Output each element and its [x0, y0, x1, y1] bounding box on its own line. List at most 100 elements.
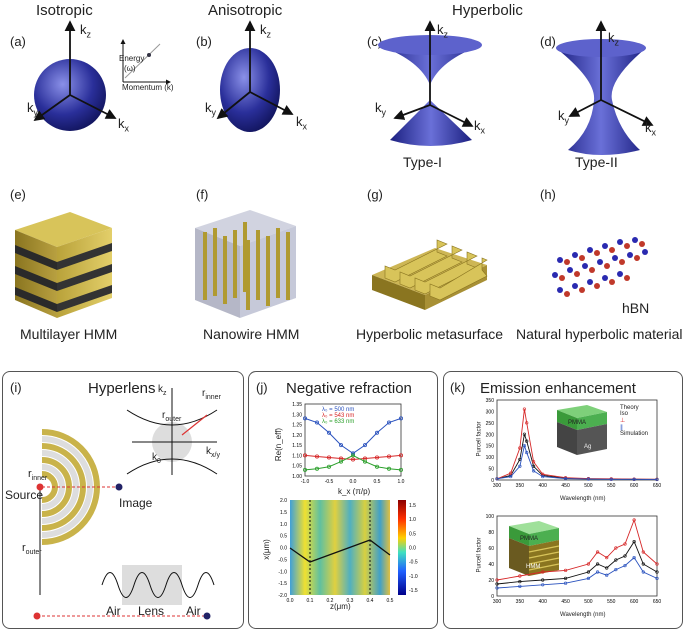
neff-series-line	[304, 454, 402, 461]
purcell-point	[495, 477, 499, 481]
purcell-point	[595, 550, 600, 554]
field-ytick: -2.0	[278, 593, 287, 599]
neff-point	[351, 453, 356, 458]
omega-label: (ω)	[124, 64, 136, 73]
panel-label-h: (h)	[540, 187, 556, 202]
purcell-series-line	[496, 556, 658, 589]
air-left-label: Air	[106, 604, 121, 618]
hyperlens-diagram	[33, 388, 218, 620]
purcell-ytick: 300	[486, 409, 495, 415]
neff-point	[302, 467, 308, 472]
neff-plot: 1.351.301.251.201.151.101.051.00-1.0-0.5…	[292, 402, 404, 485]
neff-point	[399, 453, 404, 458]
purcell-point	[614, 558, 618, 562]
panel-label-k: (k)	[450, 380, 466, 395]
purcell-point	[541, 472, 545, 476]
type1-hyperboloid	[378, 20, 482, 146]
purcell-point	[522, 444, 527, 448]
purcell-xtick: 300	[493, 599, 502, 605]
purcell-ytick: 100	[486, 455, 495, 461]
purcell-point	[623, 554, 627, 558]
purcell-legend: Theory Iso ⊥ ∥ Simulation	[620, 405, 648, 437]
anisotropic-ellipsoid	[216, 20, 294, 132]
neff-point	[375, 430, 380, 435]
purcell-point	[541, 578, 545, 582]
field-xtick: 0.3	[347, 598, 354, 604]
purcell-point	[541, 474, 545, 479]
hyperbolic-metasurface	[372, 239, 488, 310]
ag-stack-inset	[557, 405, 607, 455]
k0-label-i: k0	[152, 452, 161, 465]
purcell-point	[609, 477, 613, 481]
purcell-point	[525, 439, 529, 443]
kz-label-a: kz	[80, 22, 91, 40]
purcell-point	[641, 562, 645, 566]
ky-label-b: ky	[205, 100, 216, 118]
purcell-point	[586, 576, 591, 581]
purcell-point	[522, 407, 527, 411]
legend-theory: Theory	[620, 405, 639, 411]
r-outer-label: router	[22, 542, 42, 557]
ag-label: Ag	[584, 444, 592, 450]
momentum-label: Momentum (k)	[122, 83, 174, 92]
kz-label-c: kz	[437, 22, 448, 40]
purcell-point	[495, 586, 499, 590]
purcell-ylabel-top: Purcell factor	[476, 421, 483, 457]
purcell-point	[541, 583, 545, 587]
cbar-tick: -0.5	[409, 560, 418, 566]
purcell-ytick: 60	[488, 546, 494, 552]
field-xtick: 0.0	[287, 598, 294, 604]
field-ytick: -0.5	[278, 557, 287, 563]
hmm-stack-inset	[509, 521, 560, 576]
neff-point	[363, 459, 368, 464]
purcell-point	[586, 562, 591, 566]
neff-point	[363, 443, 368, 448]
purcell-ytick: 80	[488, 530, 494, 536]
purcell-xtick: 500	[584, 599, 593, 605]
purcell-point	[614, 546, 618, 550]
neff-ytick: 1.30	[292, 412, 302, 418]
header-isotropic: Isotropic	[36, 2, 93, 19]
purcell-point	[632, 555, 636, 560]
purcell-point	[522, 432, 527, 436]
purcell-ytick: 150	[486, 444, 495, 450]
neff-point	[339, 443, 344, 448]
purcell-point	[518, 574, 522, 578]
isotropic-sphere	[33, 20, 117, 131]
field-ytick: -1.5	[278, 581, 287, 587]
dispersion-inset	[120, 39, 171, 85]
purcell-xtick: 400	[539, 483, 548, 489]
neff-ytick: 1.35	[292, 402, 302, 408]
neff-ytick: 1.10	[292, 453, 302, 459]
type2-hyperboloid	[556, 20, 654, 155]
neff-series-line	[304, 417, 402, 454]
purcell-point	[595, 570, 600, 574]
nanowire-hmm-cube	[195, 210, 296, 318]
purcell-point	[563, 581, 568, 585]
purcell-point	[531, 469, 536, 473]
legend-633: λ₀ = 633 nm	[322, 419, 355, 425]
header-anisotropic: Anisotropic	[208, 2, 283, 19]
purcell-xtick: 600	[630, 599, 639, 605]
r-inner-label: rinner	[28, 468, 48, 483]
pmma-label-bottom: PMMA	[520, 536, 538, 542]
purcell-point	[586, 570, 591, 574]
purcell-point	[655, 562, 659, 566]
purcell-point	[632, 518, 636, 522]
purcell-point	[641, 550, 645, 554]
caption-hyperbolic-metasurface: Hyperbolic metasurface	[356, 326, 504, 342]
kz-label-d: kz	[608, 30, 619, 48]
cbar-tick: 1.0	[409, 517, 416, 523]
neff-xtick: 0.5	[374, 479, 381, 485]
neff-ytick: 1.20	[292, 433, 302, 439]
purcell-series-line	[496, 540, 658, 585]
neff-series-line	[304, 454, 402, 471]
purcell-point	[509, 474, 513, 479]
purcell-point	[614, 567, 618, 572]
purcell-point	[655, 576, 659, 581]
neff-point	[387, 466, 392, 471]
neff-point	[302, 453, 308, 458]
panel-k-box	[443, 371, 683, 629]
